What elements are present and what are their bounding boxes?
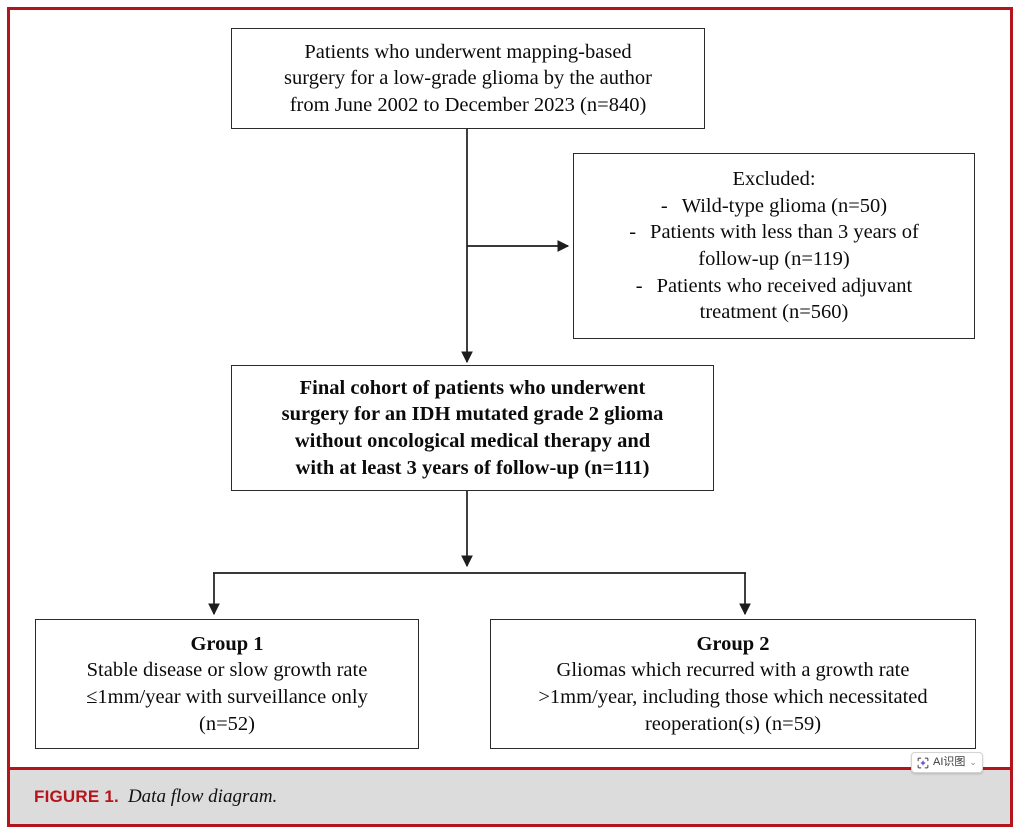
excluded-item-1: -Wild-type glioma (n=50) [629,193,919,220]
excluded-item-2-line-2: follow-up (n=119) [698,248,850,270]
node-group-1: Group 1 Stable disease or slow growth ra… [35,619,419,749]
figure-frame: Patients who underwent mapping-based sur… [7,7,1013,827]
node-excluded: Excluded: -Wild-type glioma (n=50) -Pati… [573,153,975,339]
group-1-line-3: (n=52) [199,712,255,735]
node-cohort-line-1: Final cohort of patients who underwent [299,376,646,399]
group-1-heading: Group 1 [190,632,264,655]
node-source-line-2: surgery for a low-grade glioma by the au… [284,67,652,90]
node-group-2: Group 2 Gliomas which recurred with a gr… [490,619,976,749]
bullet-dash-3: - [635,274,643,297]
group-2-line-1: Gliomas which recurred with a growth rat… [556,659,910,682]
node-excluded-heading: Excluded: [732,168,816,191]
group-1-line-2: ≤1mm/year with surveillance only [86,686,368,708]
bullet-dash-1: - [660,194,668,217]
node-final-cohort: Final cohort of patients who underwent s… [231,365,714,491]
figure-caption-label: FIGURE 1. [34,787,119,806]
ai-widget-label: AI识图 [933,756,966,768]
excluded-item-3: -Patients who received adjuvant treatmen… [629,273,919,326]
bullet-dash-2: - [629,221,637,244]
node-cohort-line-3: without oncological medical therapy and [294,430,651,452]
figure-caption-band: FIGURE 1. Data flow diagram. [10,767,1010,824]
chevron-down-icon[interactable]: ⌄ [969,757,977,767]
group-2-line-3: reoperation(s) (n=59) [644,712,822,735]
flow-connectors [208,129,751,616]
excluded-item-2: -Patients with less than 3 years of foll… [629,219,919,272]
excluded-item-1-line-1: Wild-type glioma (n=50) [681,194,888,217]
group-2-heading: Group 2 [696,632,770,655]
node-cohort-line-4: with at least 3 years of follow-up (n=11… [295,456,650,479]
node-source-line-1: Patients who underwent mapping-based [304,40,632,63]
flow-diagram: Patients who underwent mapping-based sur… [10,10,1010,767]
ai-recognize-widget[interactable]: AI识图 ⌄ [911,752,983,773]
node-cohort-line-2: surgery for an IDH mutated grade 2 gliom… [281,403,664,426]
node-source-line-3: from June 2002 to December 2023 (n=840) [289,93,647,116]
node-source-population: Patients who underwent mapping-based sur… [231,28,705,129]
ai-scan-icon [917,757,929,769]
figure-caption-text: Data flow diagram. [127,786,278,807]
excluded-item-2-line-1: Patients with less than 3 years of [650,221,919,244]
group-1-line-1: Stable disease or slow growth rate [86,659,368,682]
excluded-item-3-line-2: treatment (n=560) [699,301,849,324]
group-2-line-2: >1mm/year, including those which necessi… [538,686,928,708]
excluded-list: -Wild-type glioma (n=50) -Patients with … [629,193,919,326]
excluded-item-3-line-1: Patients who received adjuvant [656,274,913,297]
